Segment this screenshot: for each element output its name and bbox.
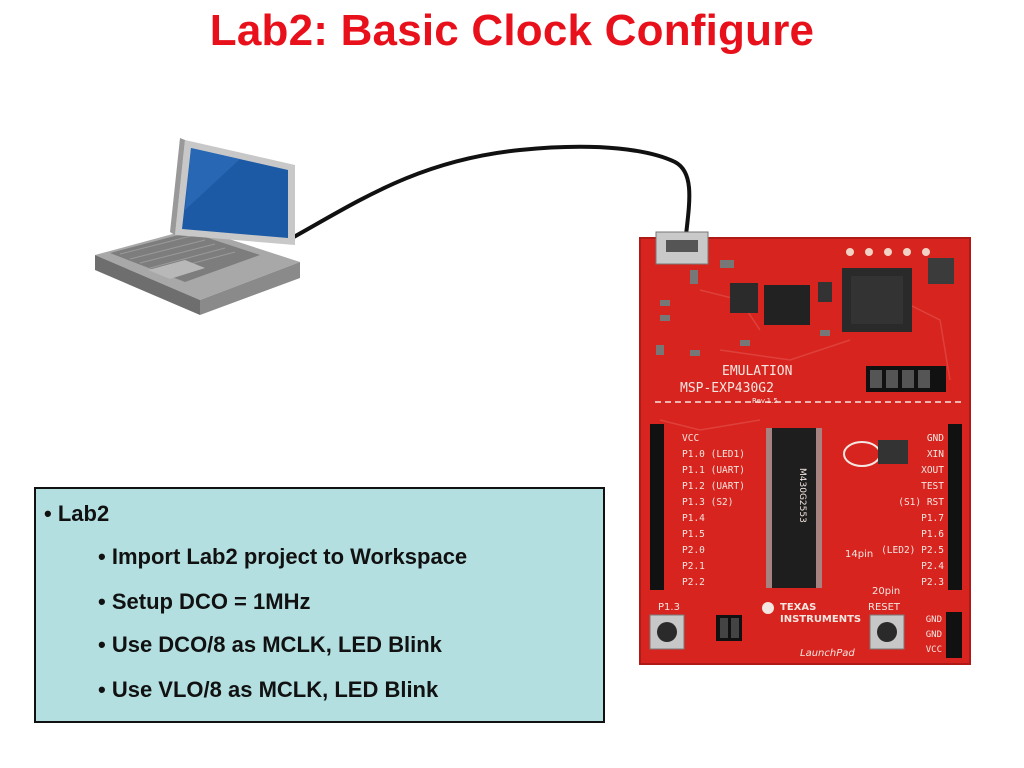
pin-label: P2.0 xyxy=(682,545,705,556)
pin-label: TEST xyxy=(921,481,944,492)
bullet-text: Use DCO/8 as MCLK, LED Blink xyxy=(111,632,442,657)
bullet-item: • Import Lab2 project to Workspace xyxy=(98,544,467,570)
pin-label: XOUT xyxy=(921,465,944,476)
pin-label: (S1) RST xyxy=(898,497,944,508)
silk-rev: Rev.1.5 xyxy=(752,397,778,405)
msp430-chip xyxy=(772,428,816,588)
ti-logo-icon xyxy=(762,602,774,614)
pin-label: P1.3 (S2) xyxy=(682,497,733,508)
pin-label: P2.2 xyxy=(682,577,705,588)
lab-steps-box: • Lab2 • Import Lab2 project to Workspac… xyxy=(34,487,605,723)
bullet-text: Lab2 xyxy=(57,501,110,526)
pin-label: P2.4 xyxy=(921,561,944,572)
laptop-icon xyxy=(95,138,300,315)
pin-label: P1.4 xyxy=(682,513,705,524)
bullet-glyph: • xyxy=(98,632,106,657)
pin-label: GND xyxy=(926,615,942,625)
bullet-glyph: • xyxy=(98,677,106,702)
pin-label: P1.2 (UART) xyxy=(682,481,745,492)
pin-label: P1.1 (UART) xyxy=(682,465,745,476)
pin-label: GND xyxy=(926,630,942,640)
pin-label: VCC xyxy=(682,433,699,444)
pin-label: GND xyxy=(927,433,944,444)
emulation-chip-1 xyxy=(764,285,810,325)
silk-emulation: EMULATION xyxy=(722,364,792,379)
pin-label: (LED2) P2.5 xyxy=(881,545,944,556)
slide-title: Lab2: Basic Clock Configure xyxy=(209,6,815,55)
launchpad-board: EMULATION MSP-EXP430G2 Rev.1.5 VCC P1.0 … xyxy=(639,231,971,665)
brand-texas: TEXAS xyxy=(780,602,816,613)
chip-label: M430G2553 xyxy=(797,468,807,523)
power-header xyxy=(946,612,962,658)
pin-label: XIN xyxy=(927,449,944,460)
bullet-item: • Use DCO/8 as MCLK, LED Blink xyxy=(98,632,442,658)
bullet-item: • Setup DCO = 1MHz xyxy=(98,589,310,615)
bullet-text: Setup DCO = 1MHz xyxy=(111,589,311,614)
brand-launchpad: LaunchPad xyxy=(800,648,855,659)
pin-label: P1.0 (LED1) xyxy=(682,449,745,460)
left-header xyxy=(650,424,664,590)
silk-20pin: 20pin xyxy=(872,586,900,597)
bullet-item: • Lab2 xyxy=(44,501,109,527)
bullet-item: • Use VLO/8 as MCLK, LED Blink xyxy=(98,677,438,703)
pin-label: VCC xyxy=(926,645,942,655)
bullet-glyph: • xyxy=(44,501,52,526)
pin-label: P2.3 xyxy=(921,577,944,588)
silk-14pin: 14pin xyxy=(845,549,873,560)
pin-label: P1.6 xyxy=(921,529,944,540)
bullet-glyph: • xyxy=(98,589,106,614)
silk-board-name: MSP-EXP430G2 xyxy=(680,381,774,396)
pin-label: P2.1 xyxy=(682,561,705,572)
bullet-glyph: • xyxy=(98,544,106,569)
silk-reset: RESET xyxy=(868,602,901,613)
pin-label: P1.5 xyxy=(682,529,705,540)
bullet-text: Import Lab2 project to Workspace xyxy=(111,544,468,569)
silk-p13: P1.3 xyxy=(658,602,680,613)
right-header xyxy=(948,424,962,590)
usb-cable xyxy=(291,144,692,240)
brand-instruments: INSTRUMENTS xyxy=(780,614,861,625)
bullet-text: Use VLO/8 as MCLK, LED Blink xyxy=(111,677,439,702)
pin-label: P1.7 xyxy=(921,513,944,524)
